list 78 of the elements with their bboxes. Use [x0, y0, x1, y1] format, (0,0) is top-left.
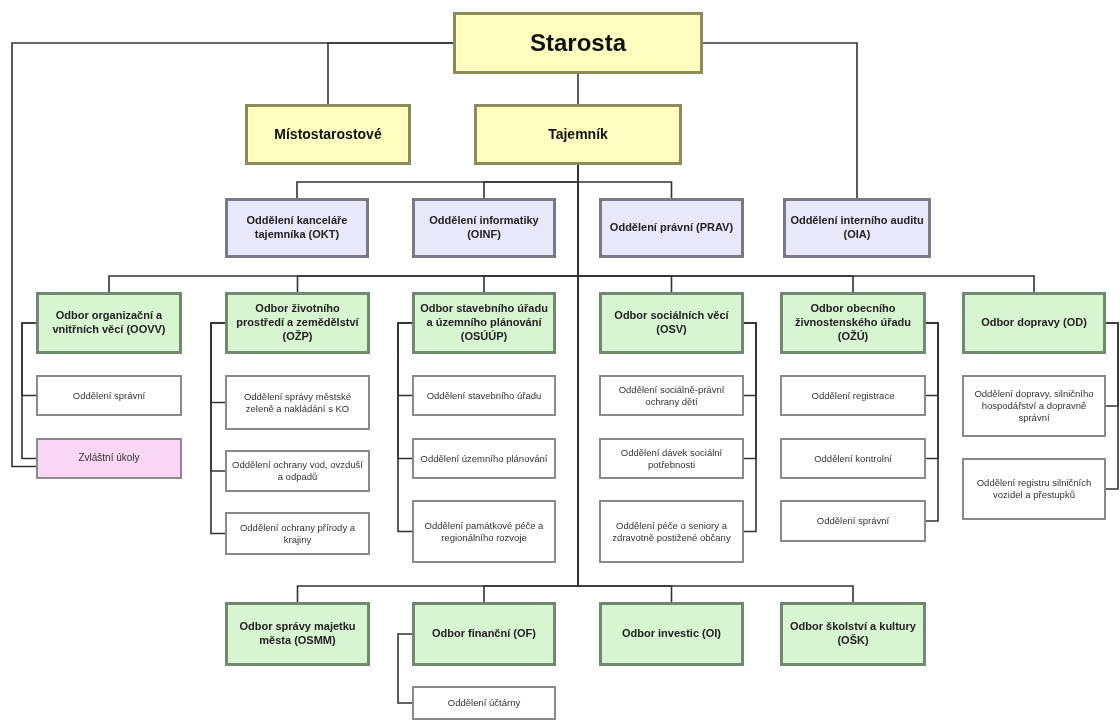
- department-box: [412, 602, 556, 666]
- department-box: [225, 602, 370, 666]
- node-label: Oddělení územního plánování: [420, 452, 548, 465]
- department-box: [599, 292, 744, 354]
- department-box: [780, 602, 926, 666]
- department-box: [599, 602, 744, 666]
- department-box: [962, 292, 1106, 354]
- node-label: Starosta: [529, 28, 626, 58]
- node-label: Oddělení kontrolní: [814, 452, 892, 465]
- node-label: Odbor školství a kultury (OŠK): [789, 620, 917, 648]
- section-box: [225, 512, 370, 555]
- deputy-box: [474, 104, 682, 165]
- node-label: Oddělení péče o seniory a zdravotně postižené občany: [611, 519, 732, 544]
- section-box: [780, 500, 926, 542]
- unit-box: [599, 198, 744, 258]
- section-box: [780, 375, 926, 416]
- deputy-box: [245, 104, 411, 165]
- connector-line: [925, 322, 939, 522]
- node-label: Oddělení účtárny: [447, 697, 521, 709]
- section-box: [412, 686, 556, 720]
- node-label: Zvláštní úkoly: [78, 452, 140, 465]
- node-label: Odbor správy majetku města (OSMM): [238, 620, 357, 648]
- section-box: [599, 438, 744, 479]
- section-box: [412, 375, 556, 416]
- connector-line: [1105, 322, 1119, 490]
- section-box: [412, 500, 556, 563]
- node-label: Odbor obecního živnostenského úřadu (OŽÚ): [793, 302, 913, 344]
- node-label: Oddělení správní: [72, 389, 146, 402]
- section-box: [780, 438, 926, 479]
- node-label: Oddělení správy městské zeleně a nakládání s KO: [242, 390, 353, 415]
- unit-box: [783, 198, 931, 258]
- connector-line: [577, 73, 579, 105]
- connector-line: [210, 322, 226, 535]
- node-label: Oddělení registrace: [811, 389, 895, 402]
- connector-line: [11, 42, 454, 468]
- mayor-box: [453, 12, 703, 74]
- connector-line: [702, 42, 858, 199]
- node-label: Odbor investic (OI): [622, 627, 721, 641]
- node-label: Odbor organizační a vnitřních věcí (OOVV): [51, 309, 167, 337]
- connector-line: [743, 322, 757, 533]
- unit-box: [225, 198, 369, 258]
- node-label: Tajemník: [548, 125, 608, 144]
- section-box: [599, 500, 744, 563]
- node-label: Oddělení památkové péče a regionálního rozvoje: [423, 519, 545, 544]
- node-label: Oddělení informatiky (OINF): [428, 214, 540, 242]
- department-box: [36, 292, 182, 354]
- node-label: Odbor dopravy (OD): [981, 316, 1087, 330]
- node-label: Odbor sociálních věcí (OSV): [613, 309, 730, 337]
- node-label: Oddělení kanceláře tajemníka (OKT): [245, 214, 349, 242]
- department-box: [780, 292, 926, 354]
- node-label: Oddělení dávek sociální potřebnosti: [619, 446, 724, 471]
- department-box: [225, 292, 370, 354]
- connector-line: [21, 322, 37, 460]
- unit-box: [412, 198, 556, 258]
- section-box: [962, 375, 1106, 437]
- section-box: [412, 438, 556, 479]
- section-box: [599, 375, 744, 416]
- node-label: Oddělení sociálně-právní ochrany dětí: [617, 383, 726, 408]
- node-label: Oddělení právní (PRAV): [609, 221, 734, 235]
- connector-line: [397, 322, 413, 533]
- node-label: Odbor finanční (OF): [432, 627, 536, 641]
- node-label: Oddělení ochrany vod, ovzduší a odpadů: [231, 459, 364, 483]
- connector-line: [397, 633, 413, 704]
- node-label: Místostarostové: [274, 125, 382, 144]
- node-label: Oddělení interního auditu (OIA): [790, 214, 924, 242]
- section-box: [225, 375, 370, 430]
- section-box: [225, 450, 370, 492]
- section-box: [36, 375, 182, 416]
- special-box: [36, 438, 182, 479]
- department-box: [412, 292, 556, 354]
- node-label: Odbor stavebního úřadu a územního plánování (OSÚÚP): [419, 302, 549, 344]
- node-label: Oddělení stavebního úřadu: [426, 389, 542, 402]
- node-label: Odbor životního prostředí a zemědělství (OŽP): [235, 302, 360, 344]
- node-label: Oddělení ochrany přírody a krajiny: [238, 521, 357, 546]
- section-box: [962, 458, 1106, 520]
- node-label: Oddělení správní: [816, 515, 890, 527]
- node-label: Oddělení dopravy, silničního hospodářství a dopravně správní: [973, 388, 1095, 424]
- node-label: Oddělení registru silničních vozidel a přestupků: [975, 477, 1093, 501]
